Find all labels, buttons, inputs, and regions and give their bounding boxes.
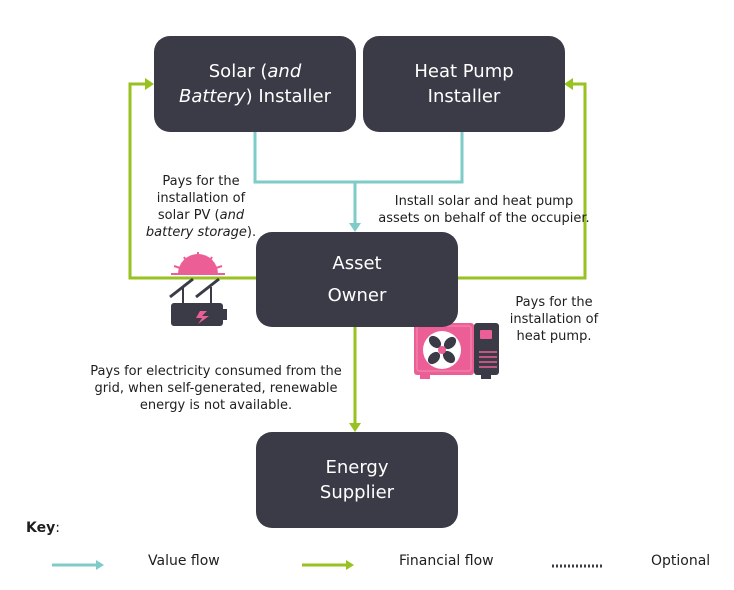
financial-flow-solar-arrowhead [145,78,154,90]
label-line: Pays for electricity consumed from the [90,364,342,379]
label-line: installation of [156,191,246,206]
node-label-italic: and [267,61,302,82]
label-line: Pays for the [162,174,240,189]
node-label: Heat Pump [414,61,514,82]
financial-flow-solar [128,82,256,280]
node-label-italic: Battery [178,86,246,107]
label-line: solar PV ( [157,208,220,223]
node-heat-pump-installer: Heat Pump Installer [363,36,565,132]
label-line: Pays for the [515,295,593,310]
label-line: heat pump. [516,329,592,344]
label-install-assets: Install solar and heat pump assets on be… [368,193,600,227]
key-label-financial-flow: Financial flow [399,553,494,569]
label-line: ). [246,225,257,240]
node-label: Owner [327,284,387,306]
key-label-value-flow: Value flow [148,553,220,569]
node-label: Asset [332,252,382,274]
node-label: Supplier [319,482,395,503]
label-line: assets on behalf of the occupier. [378,211,590,226]
financial-flow-heat-pump [458,82,587,280]
node-asset-owner: Asset Owner [256,232,458,327]
solar-battery-icon [169,252,227,326]
key-colon: : [55,520,60,536]
heat-pump-icon [414,323,499,379]
label-italic: and [219,208,245,223]
label-italic: battery storage [145,225,247,240]
label-pays-heat-pump: Pays for the installation of heat pump. [496,294,612,345]
label-pays-electricity: Pays for electricity consumed from the g… [80,363,352,414]
node-label: Energy [325,457,389,478]
node-energy-supplier: Energy Supplier [256,432,458,528]
label-line: grid, when self-generated, renewable [94,381,338,396]
financial-flow-heat-pump-arrowhead [564,78,573,90]
key-label-optional: Optional [651,553,711,569]
node-label: ) Installer [245,86,332,107]
label-line: Install solar and heat pump [394,194,574,209]
key-financial-flow-arrowhead [346,560,354,570]
value-flow-arrowhead [349,223,361,232]
key-title: Key: [26,520,60,536]
node-label: Solar ( [208,61,268,82]
node-label: Installer [427,86,501,107]
key-value-flow-arrowhead [96,560,104,570]
node-solar-installer: Solar (and Battery) Installer [154,36,356,132]
key-title-text: Key [26,520,56,536]
label-line: installation of [509,312,599,327]
label-line: energy is not available. [139,398,293,413]
label-pays-solar: Pays for the installation of solar PV (a… [140,173,262,241]
financial-flow-supplier-arrowhead [349,423,361,432]
value-flow-connector [253,132,464,184]
